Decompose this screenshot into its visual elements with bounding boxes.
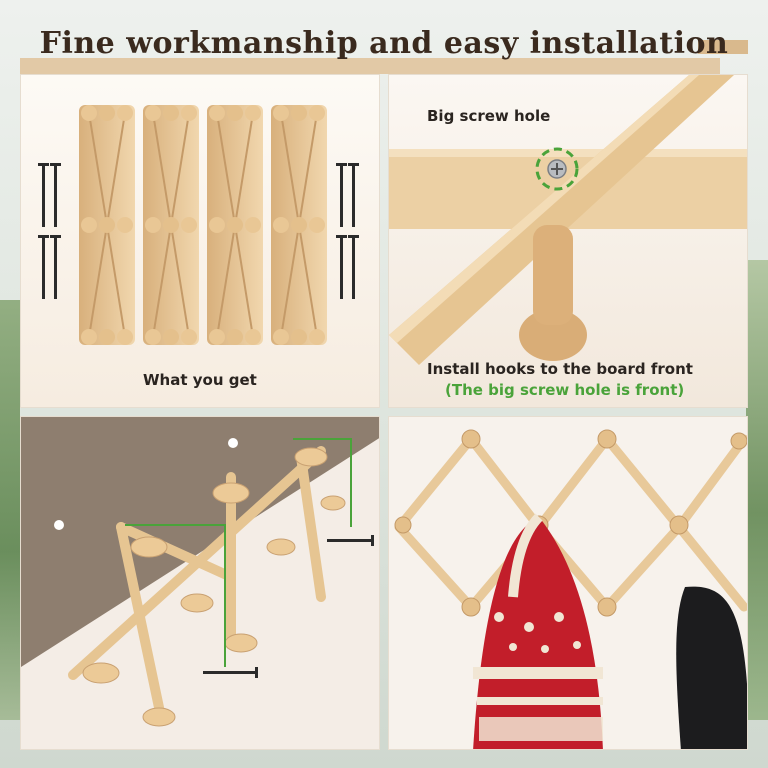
background-plant-left xyxy=(0,300,20,720)
title-band-accent xyxy=(698,40,748,54)
scarf-illustration xyxy=(473,513,603,749)
panel-screw-hole: Big screw hole Install hooks to the boar… xyxy=(388,74,748,408)
screw-hole-label: Big screw hole xyxy=(427,107,551,125)
background-plant-right xyxy=(746,260,768,720)
panel-in-use xyxy=(388,416,748,750)
install-note: (The big screw hole is front) xyxy=(445,381,685,399)
hanger-in-use-illustration xyxy=(394,429,747,749)
nail-icon xyxy=(203,535,374,678)
hanger-set-illustration xyxy=(38,105,359,345)
wall-mount-illustration xyxy=(21,417,379,727)
black-hat-illustration xyxy=(676,586,747,749)
panel-wall-mounting xyxy=(20,416,380,750)
page-title: Fine workmanship and easy installation xyxy=(39,26,729,61)
install-caption: Install hooks to the board front xyxy=(427,360,693,378)
screw-icon xyxy=(535,147,579,191)
title-band xyxy=(20,58,720,74)
folded-hanger xyxy=(207,105,263,345)
folded-hanger xyxy=(79,105,135,345)
screw-hole-closeup xyxy=(389,75,747,365)
header: Fine workmanship and easy installation xyxy=(0,14,768,74)
contents-caption: What you get xyxy=(143,371,257,389)
nail-icon xyxy=(38,163,359,299)
panel-contents: What you get xyxy=(20,74,380,408)
folded-hanger xyxy=(143,105,199,345)
folded-hanger xyxy=(271,105,327,345)
